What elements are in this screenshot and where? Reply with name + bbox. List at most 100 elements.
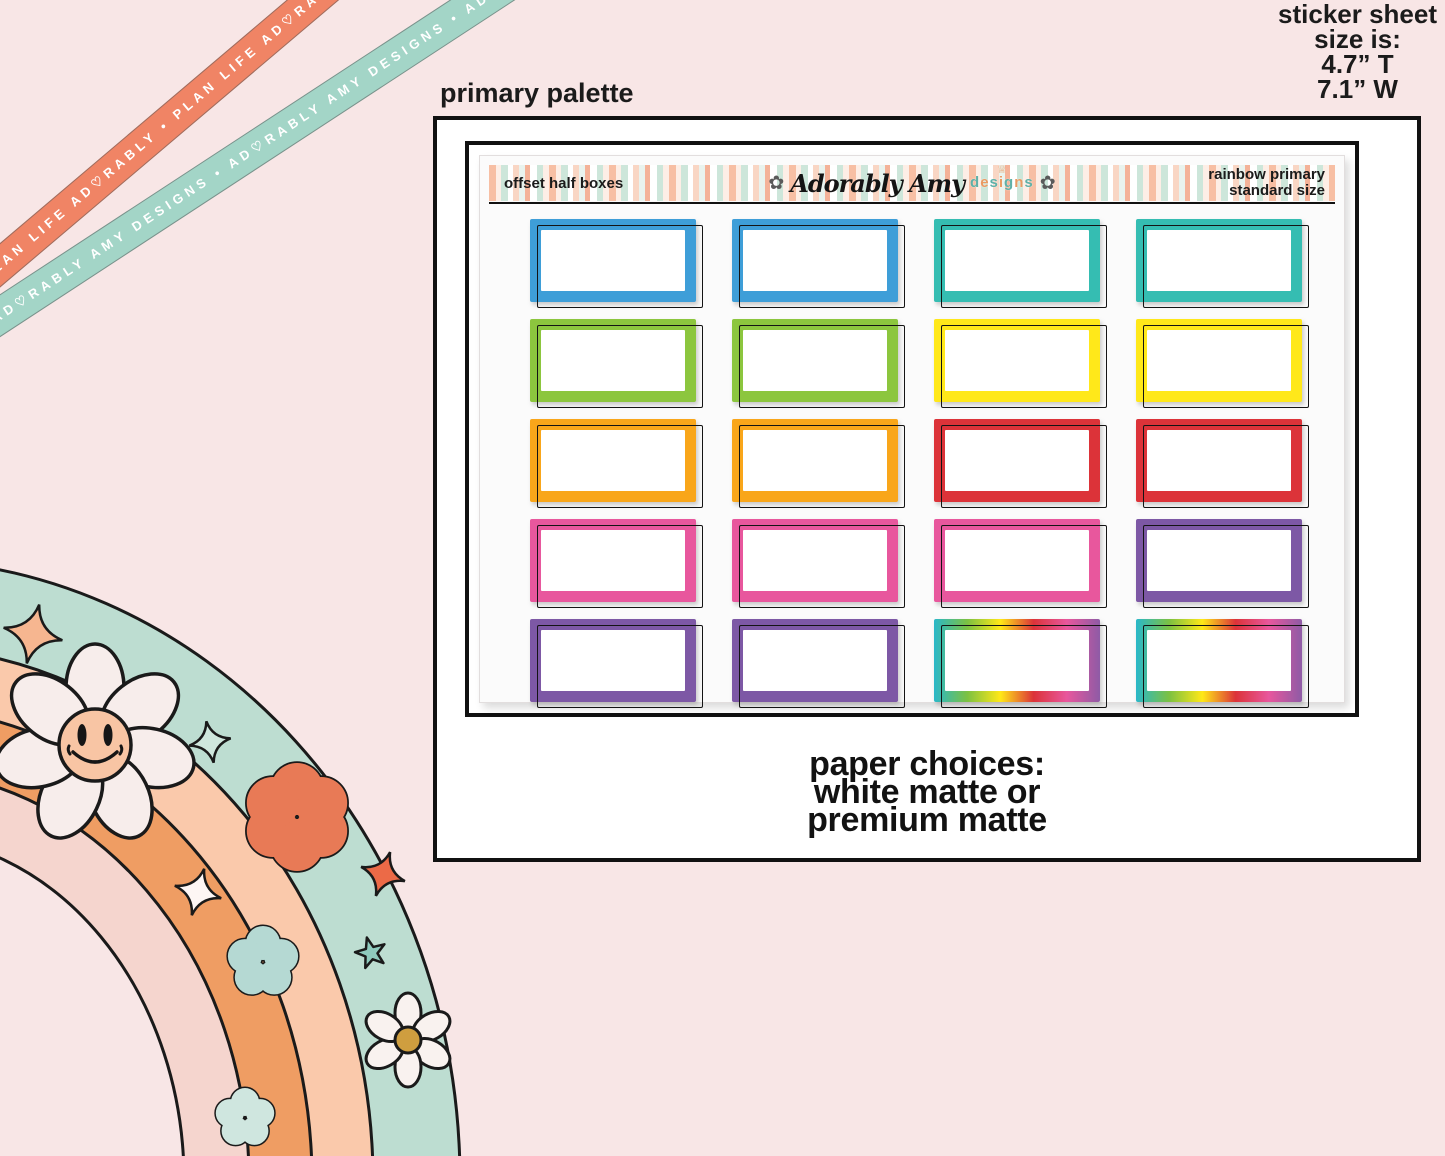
- sticker-sheet-frame: offset half boxes ✿ Adorably Amy ♕ desig…: [465, 141, 1359, 717]
- daisy-icon: ✿: [1039, 172, 1056, 194]
- sticker-color-border: [732, 419, 898, 502]
- brand-script-text: Adorably Amy: [790, 168, 965, 198]
- sticker-half-box-teal: [934, 219, 1107, 308]
- size-note-line: 7.1” W: [1317, 74, 1398, 104]
- offset-cut-line: [739, 225, 905, 308]
- product-frame: offset half boxes ✿ Adorably Amy ♕ desig…: [433, 116, 1421, 862]
- sticker-white-area: [743, 530, 887, 591]
- size-note-line: 4.7” T: [1321, 49, 1394, 79]
- mint-sparkle: [188, 720, 232, 764]
- offset-cut-line: [537, 425, 703, 508]
- gold-center-daisy: [364, 991, 452, 1089]
- sticker-half-box-orange: [530, 419, 703, 508]
- sticker-half-box-orange: [732, 419, 905, 508]
- offset-cut-line: [941, 425, 1107, 508]
- sticker-color-border: [530, 619, 696, 702]
- teal-star: [353, 936, 386, 970]
- sticker-half-box-purple: [1136, 519, 1309, 608]
- sticker-half-box-green: [530, 319, 703, 408]
- offset-cut-line: [1143, 425, 1309, 508]
- sticker-color-border: [1136, 519, 1302, 602]
- sticker-half-box-yellow: [1136, 319, 1309, 408]
- sticker-color-border: [934, 419, 1100, 502]
- size-note-line: size is:: [1314, 24, 1401, 54]
- variant-line: rainbow primary: [1208, 166, 1325, 183]
- sticker-half-box-red: [934, 419, 1107, 508]
- sticker-half-box-rainbow: [1136, 619, 1309, 708]
- sticker-white-area: [1147, 430, 1291, 491]
- sticker-half-box-yellow: [934, 319, 1107, 408]
- sticker-color-border: [1136, 319, 1302, 402]
- sticker-half-box-blue: [530, 219, 703, 308]
- sticker-white-area: [945, 330, 1089, 391]
- peach-sparkle: [3, 604, 63, 664]
- offset-cut-line: [941, 325, 1107, 408]
- sticker-half-box-pink: [934, 519, 1107, 608]
- brand-designs-wrap: ♕ designs: [970, 164, 1034, 192]
- crown-icon: ♕: [996, 164, 1007, 176]
- sticker-color-border: [934, 619, 1100, 702]
- sticker-color-border: [1136, 419, 1302, 502]
- sticker-half-box-purple: [732, 619, 905, 708]
- sticker-color-border: [934, 319, 1100, 402]
- sticker-white-area: [743, 430, 887, 491]
- coral-sparkle: [360, 851, 406, 897]
- paper-choices-note: paper choices: white matte or premium ma…: [437, 745, 1417, 839]
- sticker-color-border: [530, 319, 696, 402]
- offset-cut-line: [941, 525, 1107, 608]
- sticker-half-box-blue: [732, 219, 905, 308]
- sticker-white-area: [945, 630, 1089, 691]
- sticker-color-border: [530, 519, 696, 602]
- sticker-white-area: [945, 230, 1089, 291]
- sticker-grid: [530, 219, 1309, 708]
- paper-note-line: paper choices:: [809, 745, 1045, 783]
- sticker-sheet: offset half boxes ✿ Adorably Amy ♕ desig…: [479, 155, 1345, 708]
- sticker-color-border: [530, 219, 696, 302]
- sticker-sheet-size-note: sticker sheet size is: 4.7” T 7.1” W: [1278, 0, 1437, 104]
- sticker-color-border: [934, 219, 1100, 302]
- sticker-white-area: [1147, 530, 1291, 591]
- coral-flower: [245, 761, 349, 873]
- sticker-color-border: [530, 419, 696, 502]
- product-name-label: offset half boxes: [504, 174, 624, 192]
- small-mint-flower: [214, 1086, 276, 1147]
- sticker-color-border: [934, 519, 1100, 602]
- header-divider: [489, 202, 1335, 204]
- sticker-white-area: [743, 630, 887, 691]
- sticker-color-border: [1136, 219, 1302, 302]
- sticker-half-box-red: [1136, 419, 1309, 508]
- sticker-half-box-teal: [1136, 219, 1309, 308]
- sticker-white-area: [945, 530, 1089, 591]
- offset-cut-line: [537, 525, 703, 608]
- mint-flower: [226, 924, 300, 996]
- retro-rainbow-illustration: [0, 568, 461, 1156]
- offset-cut-line: [537, 325, 703, 408]
- sticker-color-border: [732, 319, 898, 402]
- paper-note-line: white matte or: [813, 773, 1041, 811]
- brand-logo: ✿ Adorably Amy ♕ designs ✿: [489, 164, 1335, 201]
- sticker-white-area: [541, 330, 685, 391]
- palette-title: primary palette: [440, 78, 634, 108]
- offset-cut-line: [1143, 225, 1309, 308]
- offset-cut-line: [1143, 325, 1309, 408]
- sticker-half-box-rainbow: [934, 619, 1107, 708]
- sticker-white-area: [1147, 630, 1291, 691]
- size-note-line: sticker sheet: [1278, 0, 1437, 29]
- sticker-white-area: [743, 330, 887, 391]
- sticker-half-box-pink: [530, 519, 703, 608]
- sticker-white-area: [541, 530, 685, 591]
- paper-note-line: premium matte: [807, 801, 1047, 839]
- offset-cut-line: [941, 225, 1107, 308]
- brand-designs-text: designs: [970, 174, 1034, 191]
- sticker-white-area: [541, 230, 685, 291]
- sticker-white-area: [945, 430, 1089, 491]
- sticker-color-border: [732, 219, 898, 302]
- smiley-daisy-flower: [0, 642, 196, 840]
- sticker-color-border: [1136, 619, 1302, 702]
- sticker-white-area: [743, 230, 887, 291]
- rainbow-hole: [0, 856, 185, 1156]
- offset-cut-line: [1143, 625, 1309, 708]
- offset-cut-line: [1143, 525, 1309, 608]
- daisy-icon: ✿: [768, 172, 785, 194]
